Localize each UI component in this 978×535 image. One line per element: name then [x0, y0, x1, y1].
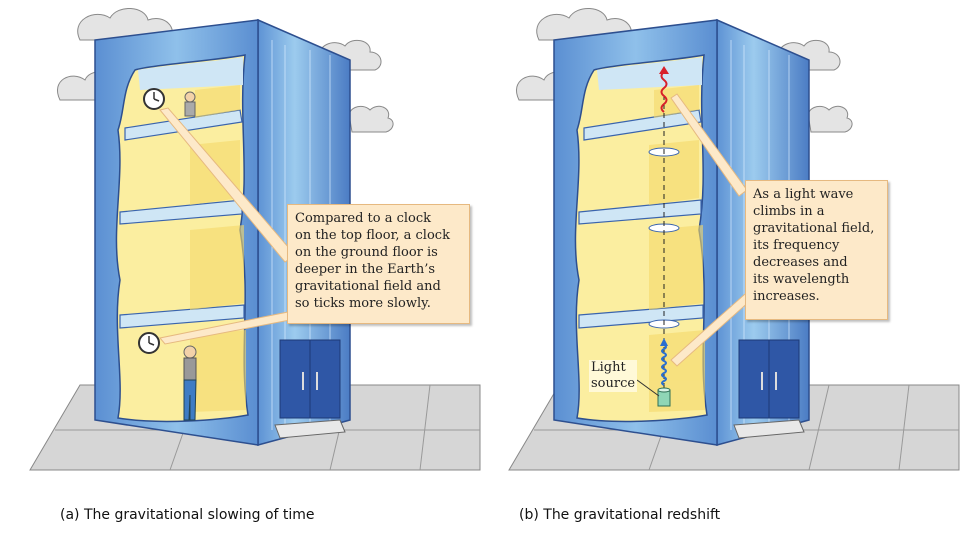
door-icon [274, 339, 346, 439]
callout-redshift: As a light wave climbs in a gravitationa… [745, 180, 888, 320]
clock-icon [138, 332, 160, 354]
clock-icon [143, 88, 165, 110]
panel-gravitational-redshift: As a light wave climbs in a gravitationa… [489, 0, 978, 535]
person-icon [183, 345, 197, 421]
light-source-label: Light source [589, 360, 638, 392]
wave-icon [660, 338, 668, 386]
panel-gravitational-slowing: Compared to a clock on the top floor, a … [29, 8, 481, 523]
person-icon [184, 91, 196, 117]
building-illustration-a [29, 8, 481, 471]
caption-a: (a) The gravitational slowing of time [60, 507, 315, 523]
light-source-icon [636, 379, 671, 407]
building-illustration-b [508, 8, 960, 471]
wave-icon [659, 66, 669, 113]
caption-b: (b) The gravitational redshift [519, 507, 721, 523]
door-icon [733, 339, 805, 439]
callout-time-dilation: Compared to a clock on the top floor, a … [287, 204, 470, 324]
